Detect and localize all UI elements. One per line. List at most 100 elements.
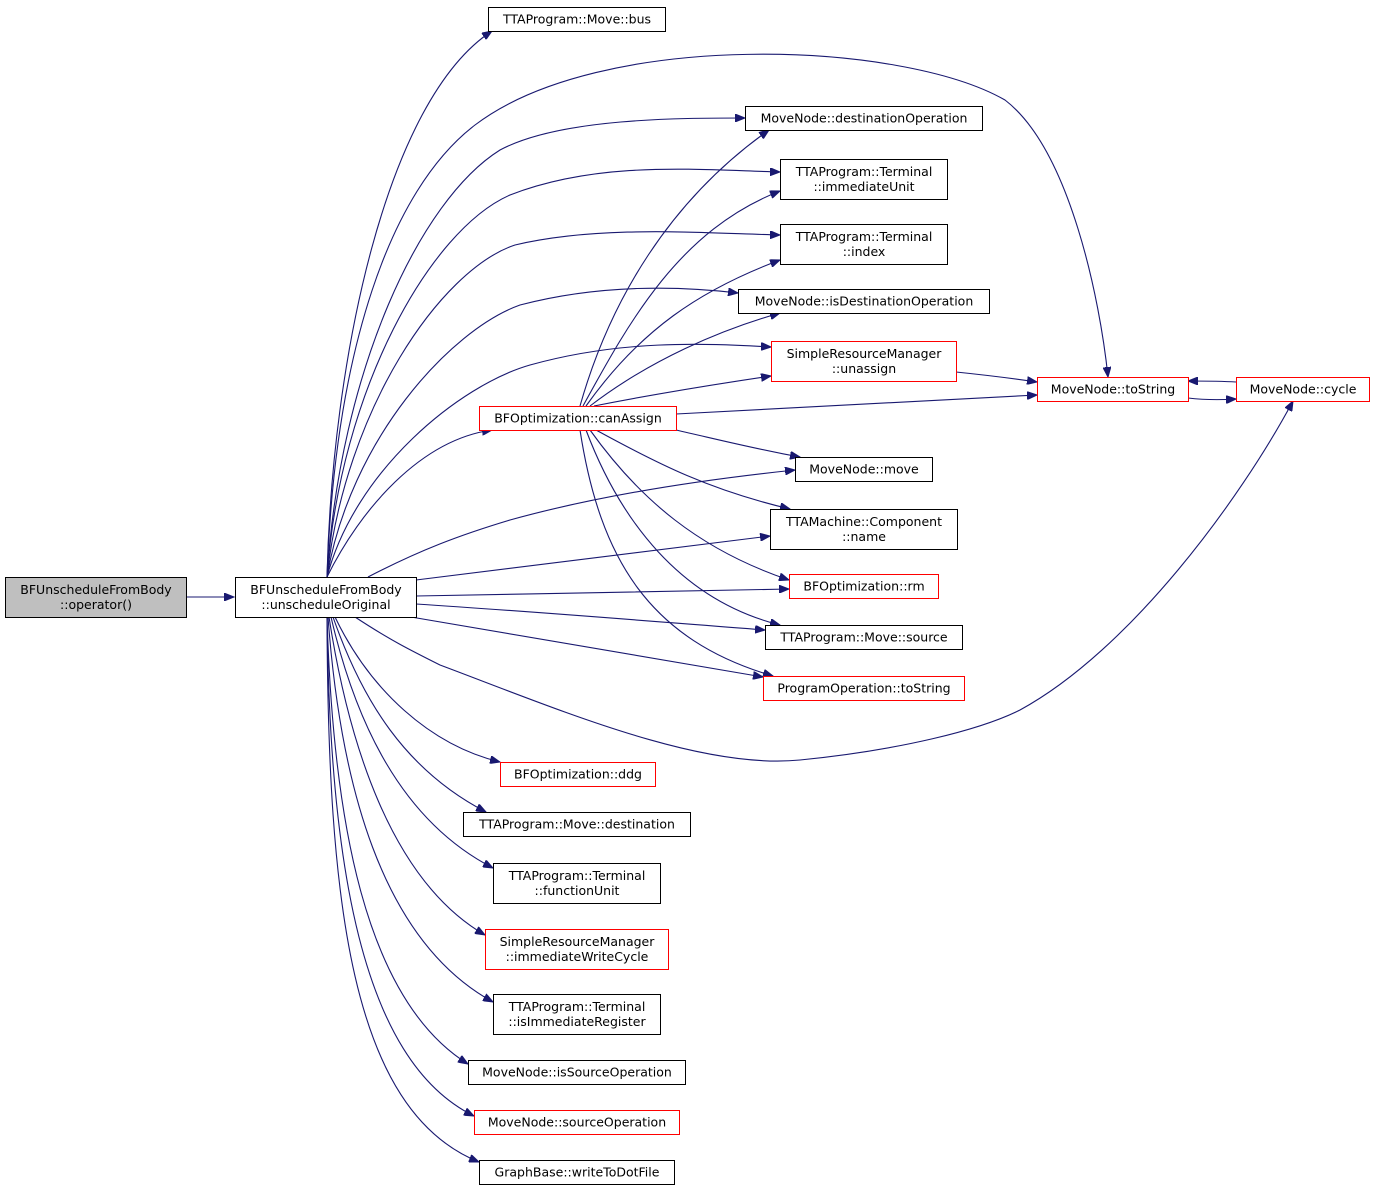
edge-uo-to-unassign <box>326 344 771 578</box>
edge-uo-to-iwc <box>328 616 485 935</box>
node-label: MoveNode::destinationOperation <box>761 111 968 126</box>
node-label: MoveNode::isSourceOperation <box>482 1065 672 1080</box>
node-box <box>770 509 958 550</box>
edge-canassign-to-compname <box>595 429 790 509</box>
node-dotfile[interactable]: GraphBase::writeToDotFile <box>479 1160 675 1185</box>
node-ddg[interactable]: BFOptimization::ddg <box>500 762 656 787</box>
edge-uo-to-cycle <box>354 401 1293 762</box>
node-unassign[interactable]: SimpleResourceManager::unassign <box>771 341 957 382</box>
node-label: ::name <box>842 529 886 544</box>
node-box <box>738 289 990 314</box>
node-iwc[interactable]: SimpleResourceManager::immediateWriteCyc… <box>485 929 669 970</box>
edge-uo-to-ddg <box>334 616 500 762</box>
node-label: MoveNode::isDestinationOperation <box>755 294 974 309</box>
node-rm[interactable]: BFOptimization::rm <box>789 574 939 599</box>
edge-uo-to-compname <box>415 536 770 581</box>
edge-uo-to-isimmreg <box>327 616 493 1002</box>
node-box <box>1037 377 1189 402</box>
node-issrcop[interactable]: MoveNode::isSourceOperation <box>468 1060 686 1085</box>
node-label: ::unscheduleOriginal <box>261 597 390 612</box>
node-canassign[interactable]: BFOptimization::canAssign <box>479 406 677 431</box>
node-label: MoveNode::sourceOperation <box>488 1115 666 1130</box>
node-label: BFOptimization::ddg <box>514 767 642 782</box>
node-label: MoveNode::cycle <box>1250 382 1357 397</box>
edge-uo-to-srcop <box>326 616 474 1116</box>
node-box <box>235 577 417 618</box>
edge-canassign-to-source <box>585 429 780 625</box>
node-label: GraphBase::writeToDotFile <box>495 1165 660 1180</box>
node-box <box>468 1060 686 1085</box>
node-box <box>765 625 963 650</box>
node-box <box>771 341 957 382</box>
edge-uo-to-source <box>415 603 765 630</box>
node-label: TTAMachine::Component <box>785 514 942 529</box>
node-box <box>488 7 666 32</box>
node-bus[interactable]: TTAProgram::Move::bus <box>488 7 666 32</box>
edge-canassign-to-move <box>675 429 800 457</box>
node-destination[interactable]: TTAProgram::Move::destination <box>463 812 691 837</box>
node-label: MoveNode::move <box>809 462 919 477</box>
edge-canassign-to-unassign <box>593 376 771 407</box>
edge-canassign-to-immunit <box>582 191 780 407</box>
edge-uo-to-dotfile <box>326 616 479 1163</box>
node-cycle[interactable]: MoveNode::cycle <box>1236 377 1370 402</box>
node-box <box>479 406 677 431</box>
node-compname[interactable]: TTAMachine::Component::name <box>770 509 958 550</box>
node-potostring[interactable]: ProgramOperation::toString <box>763 676 965 701</box>
edge-uo-to-canassign <box>326 430 492 578</box>
node-index[interactable]: TTAProgram::Terminal::index <box>780 224 948 265</box>
node-label: TTAProgram::Terminal <box>795 164 933 179</box>
edge-canassign-to-isdest <box>589 313 780 407</box>
node-isimmreg[interactable]: TTAProgram::Terminal::isImmediateRegiste… <box>493 994 661 1035</box>
edge-uo-to-immunit <box>326 169 780 578</box>
node-box <box>493 994 661 1035</box>
node-srcop[interactable]: MoveNode::sourceOperation <box>474 1110 680 1135</box>
node-label: ::functionUnit <box>535 883 620 898</box>
node-label: TTAProgram::Terminal <box>795 229 933 244</box>
edge-uo-to-issrcop <box>326 616 468 1064</box>
node-move[interactable]: MoveNode::move <box>795 457 933 482</box>
node-box <box>5 577 187 618</box>
node-box <box>493 863 661 904</box>
node-box <box>795 457 933 482</box>
node-box <box>1236 377 1370 402</box>
node-label: ::unassign <box>832 361 896 376</box>
nodes: BFUnscheduleFromBody::operator()BFUnsche… <box>5 7 1370 1185</box>
node-label: ::immediateUnit <box>813 179 914 194</box>
node-tostring[interactable]: MoveNode::toString <box>1037 377 1189 402</box>
node-immunit[interactable]: TTAProgram::Terminal::immediateUnit <box>780 159 948 200</box>
node-label: SimpleResourceManager <box>500 934 656 949</box>
edge-uo-to-bus <box>326 31 492 578</box>
edge-uo-to-rm <box>415 589 789 597</box>
node-label: ::operator() <box>60 597 132 612</box>
edge-cycle-to-tostring <box>1188 381 1237 382</box>
edge-uo-to-index <box>326 232 780 578</box>
edge-uo-to-destination <box>332 616 486 812</box>
node-box <box>763 676 965 701</box>
node-box <box>479 1160 675 1185</box>
node-box <box>745 106 983 131</box>
node-label: TTAProgram::Terminal <box>508 999 646 1014</box>
node-label: BFUnscheduleFromBody <box>250 582 402 597</box>
edge-unassign-to-tostring <box>955 371 1037 382</box>
node-box <box>500 762 656 787</box>
edges <box>186 31 1293 1163</box>
node-isdest[interactable]: MoveNode::isDestinationOperation <box>738 289 990 314</box>
node-label: SimpleResourceManager <box>787 346 943 361</box>
edge-uo-to-potostring <box>410 616 763 677</box>
node-label: ::index <box>843 244 886 259</box>
node-label: ::immediateWriteCycle <box>506 949 649 964</box>
node-box <box>780 159 948 200</box>
node-funit[interactable]: TTAProgram::Terminal::functionUnit <box>493 863 661 904</box>
edge-canassign-to-destop <box>579 130 769 407</box>
node-source[interactable]: TTAProgram::Move::source <box>765 625 963 650</box>
edge-uo-to-isdest <box>326 287 738 578</box>
node-root: BFUnscheduleFromBody::operator() <box>5 577 187 618</box>
node-label: ProgramOperation::toString <box>777 681 950 696</box>
node-uo[interactable]: BFUnscheduleFromBody::unscheduleOriginal <box>235 577 417 618</box>
node-label: MoveNode::toString <box>1051 382 1175 397</box>
node-box <box>474 1110 680 1135</box>
edge-uo-to-funit <box>330 616 493 868</box>
node-destop[interactable]: MoveNode::destinationOperation <box>745 106 983 131</box>
